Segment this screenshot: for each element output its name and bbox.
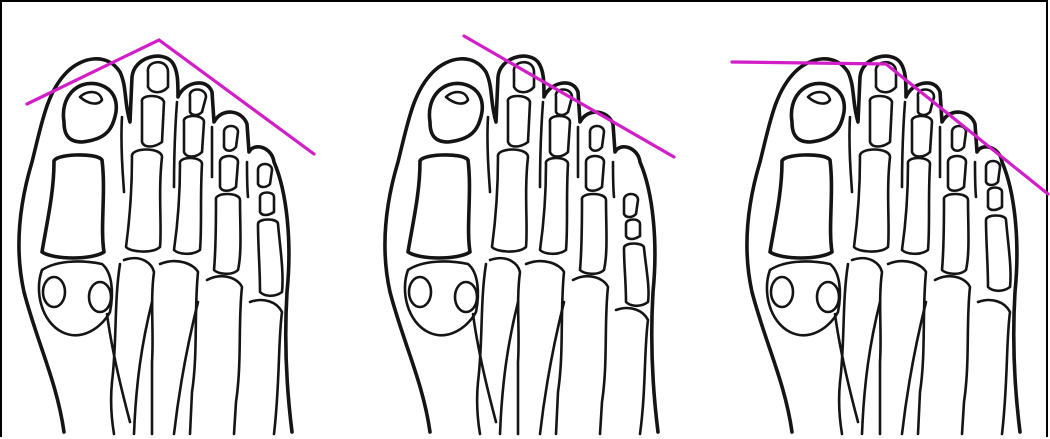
foot-panel-2 xyxy=(385,56,658,434)
foot-panel-3 xyxy=(747,56,1020,434)
foot-panel-1 xyxy=(19,40,314,434)
hallux-proximal-1 xyxy=(42,155,104,258)
